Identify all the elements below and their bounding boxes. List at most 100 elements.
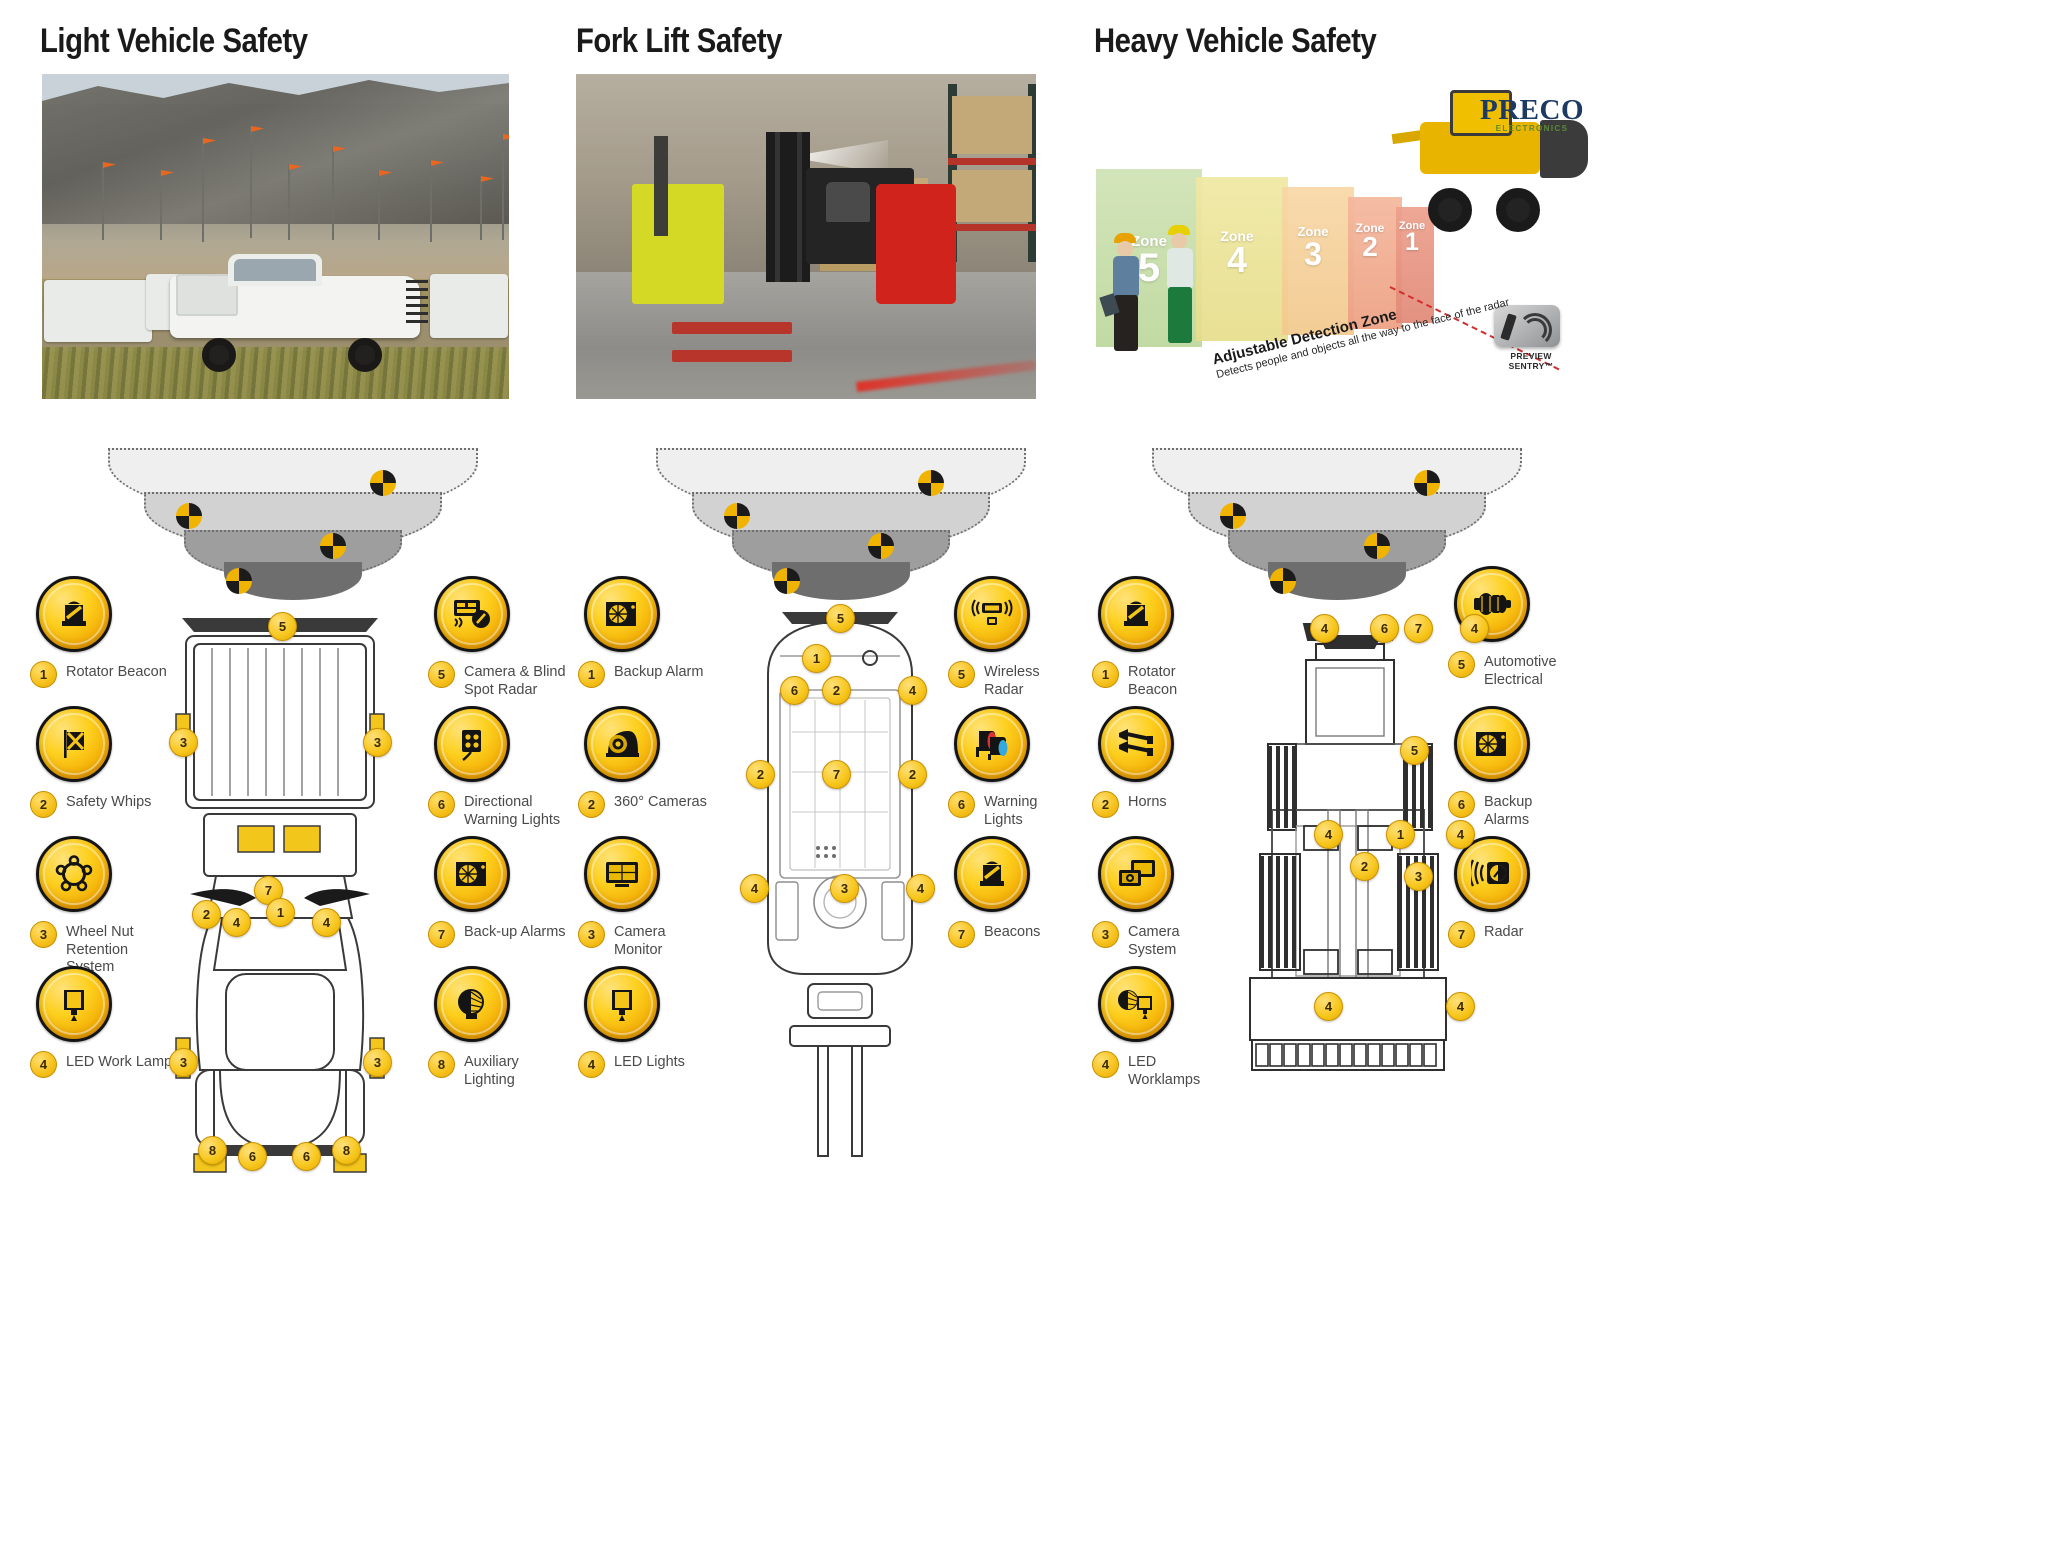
radar-target-icon — [918, 470, 944, 496]
legend-item-horns[interactable]: 2 Horns — [1092, 706, 1242, 818]
legend-item-camera-system[interactable]: 3 Camera System — [1092, 836, 1242, 959]
callout-marker[interactable]: 4 — [906, 874, 935, 903]
radar-target-icon — [774, 568, 800, 594]
callout-marker[interactable]: 3 — [1404, 862, 1433, 891]
pallet-rack-upright — [1028, 84, 1036, 262]
operator-seat — [826, 182, 870, 222]
callout-marker[interactable]: 4 — [1446, 992, 1475, 1021]
callout-marker[interactable]: 6 — [238, 1142, 267, 1171]
callout-marker[interactable]: 6 — [780, 676, 809, 705]
callout-marker[interactable]: 2 — [898, 760, 927, 789]
hard-hat-icon — [1114, 233, 1136, 243]
legend-item-auxiliary-lighting[interactable]: 8 Auxiliary Lighting — [428, 966, 578, 1089]
callout-marker[interactable]: 2 — [746, 760, 775, 789]
legend-label: Wheel Nut Retention System — [66, 924, 134, 976]
legend-item-backup-alarms[interactable]: 7 Back-up Alarms — [428, 836, 578, 948]
radar-icon — [1454, 836, 1530, 912]
reach-truck-red-body — [876, 184, 956, 304]
legend-item-backup-alarms-heavy[interactable]: 6 Backup Alarms — [1448, 706, 1598, 829]
legend-item-directional-warning-lights[interactable]: 6 Directional Warning Lights — [428, 706, 578, 829]
legend-item-led-lights[interactable]: 4 LED Lights — [578, 966, 728, 1078]
legend-item-camera-monitor[interactable]: 3 Camera Monitor — [578, 836, 728, 959]
callout-marker[interactable]: 2 — [1350, 852, 1379, 881]
callout-marker[interactable]: 1 — [266, 898, 295, 927]
callout-marker[interactable]: 7 — [254, 876, 283, 905]
callout-marker[interactable]: 4 — [312, 908, 341, 937]
callout-marker[interactable]: 3 — [169, 1048, 198, 1077]
zone-label-3: Zone 3 — [1282, 225, 1344, 272]
monitor-icon — [584, 836, 660, 912]
legend-item-rotator-beacon[interactable]: 1 Rotator Beacon — [30, 576, 180, 688]
callout-marker[interactable]: 2 — [822, 676, 851, 705]
callout-marker[interactable]: 4 — [740, 874, 769, 903]
legend-label: LED Worklamps — [1128, 1054, 1201, 1088]
legend-number: 3 — [578, 921, 605, 948]
schematic-light-vehicle: 5 3 3 7 2 4 1 4 3 3 8 6 6 8 — [160, 612, 400, 1178]
legend-item-beacons[interactable]: 7 Beacons — [948, 836, 1098, 948]
radar-target-icon — [1414, 470, 1440, 496]
legend-item-led-work-lamps[interactable]: 4 LED Work Lamps — [30, 966, 180, 1078]
callout-marker[interactable]: 5 — [268, 612, 297, 641]
legs — [1168, 287, 1192, 343]
callout-marker[interactable]: 3 — [363, 728, 392, 757]
hill-range — [42, 80, 509, 224]
yellow-forklift — [632, 184, 724, 304]
dome-camera-icon — [584, 706, 660, 782]
camera-radar-icon — [434, 576, 510, 652]
zone-word: Zone — [1355, 221, 1385, 236]
callout-marker[interactable]: 4 — [1460, 614, 1489, 643]
callout-marker[interactable]: 6 — [292, 1142, 321, 1171]
legend-item-led-worklamps[interactable]: 4 LED Worklamps — [1092, 966, 1242, 1089]
legend-label: Rotator Beacon — [66, 664, 167, 680]
legend-item-warning-lights[interactable]: 6 Warning Lights — [948, 706, 1098, 829]
photo-heavy-vehicle: Zone 5 Zone 4 Zone 3 Zone 2 Zone 1 — [1090, 74, 1590, 399]
callout-marker[interactable]: 6 — [1370, 614, 1399, 643]
callout-marker[interactable]: 4 — [1310, 614, 1339, 643]
torso — [1167, 248, 1193, 290]
safety-flag-icon — [378, 170, 380, 240]
ute-window — [234, 259, 316, 281]
detection-zone-1 — [1396, 207, 1434, 323]
callout-marker[interactable]: 8 — [198, 1136, 227, 1165]
callout-marker[interactable]: 2 — [192, 900, 221, 929]
callout-marker[interactable]: 4 — [1314, 820, 1343, 849]
detection-arcs-heavy-vehicle — [1152, 448, 1522, 608]
legend-item-backup-alarm[interactable]: 1 Backup Alarm — [578, 576, 728, 688]
bull-bar — [406, 280, 428, 326]
legend-label: Wireless Radar — [984, 664, 1040, 698]
legend-label: Beacons — [984, 924, 1041, 940]
head — [1171, 233, 1187, 249]
callout-marker[interactable]: 4 — [1446, 820, 1475, 849]
safety-flag-icon — [102, 162, 104, 240]
callout-marker[interactable]: 1 — [1386, 820, 1415, 849]
callout-marker[interactable]: 4 — [1314, 992, 1343, 1021]
legend-item-wheel-nut[interactable]: 3 Wheel Nut Retention System — [30, 836, 180, 977]
legend-item-rotator-beacon-heavy[interactable]: 1 Rotator Beacon — [1092, 576, 1242, 699]
callout-marker[interactable]: 7 — [822, 760, 851, 789]
callout-marker[interactable]: 7 — [1404, 614, 1433, 643]
zone-number: 3 — [1304, 235, 1322, 272]
callout-marker[interactable]: 3 — [169, 728, 198, 757]
callout-marker[interactable]: 3 — [363, 1048, 392, 1077]
legend-item-360-cameras[interactable]: 2 360° Cameras — [578, 706, 728, 818]
callout-marker[interactable]: 4 — [898, 676, 927, 705]
legend-item-wireless-radar[interactable]: 5 Wireless Radar — [948, 576, 1098, 699]
zone-word: Zone — [1131, 232, 1167, 250]
callout-marker[interactable]: 3 — [830, 874, 859, 903]
loader-wheel — [1496, 188, 1540, 232]
detection-zone-3 — [1282, 187, 1354, 335]
legend-number: 3 — [30, 921, 57, 948]
callout-marker[interactable]: 1 — [802, 644, 831, 673]
legend-number: 7 — [1448, 921, 1475, 948]
legend-item-radar[interactable]: 7 Radar — [1448, 836, 1598, 948]
legend-item-camera-blind-spot-radar[interactable]: 5 Camera & Blind Spot Radar — [428, 576, 578, 699]
legend-number: 6 — [948, 791, 975, 818]
callout-marker[interactable]: 8 — [332, 1136, 361, 1165]
radar-target-icon — [1270, 568, 1296, 594]
callout-marker[interactable]: 5 — [826, 604, 855, 633]
legend-item-safety-whips[interactable]: 2 Safety Whips — [30, 706, 180, 818]
legend-number: 6 — [1448, 791, 1475, 818]
callout-marker[interactable]: 5 — [1400, 736, 1429, 765]
callout-marker[interactable]: 4 — [222, 908, 251, 937]
legs — [1114, 295, 1138, 351]
